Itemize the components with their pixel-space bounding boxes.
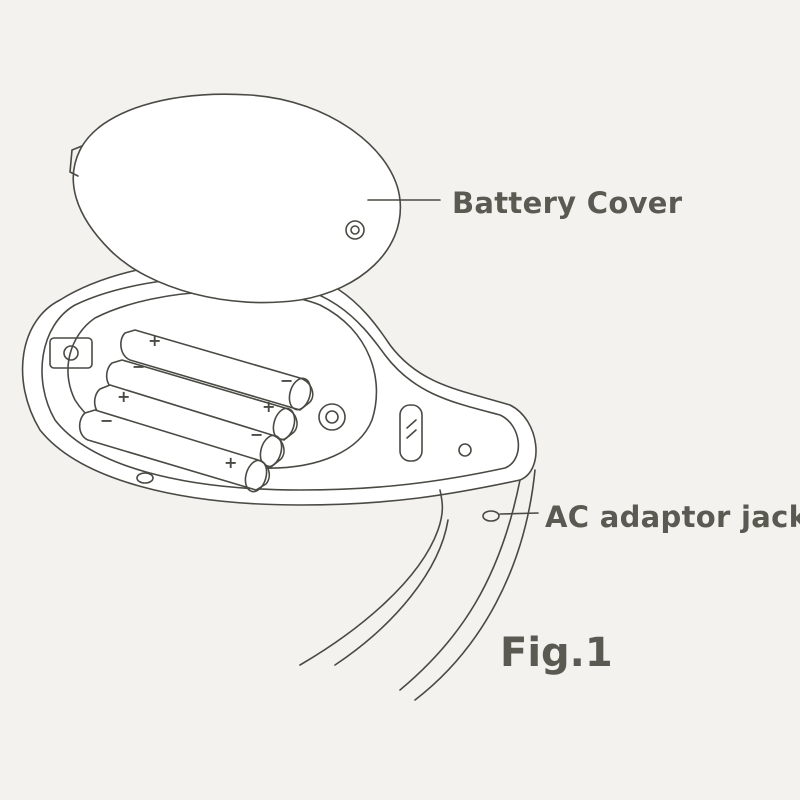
battery-3-plus-mark: + (117, 387, 130, 406)
battery-cover (72, 93, 402, 304)
device-stand-line (399, 479, 521, 691)
device-stand-line (414, 469, 536, 701)
ac-adaptor-jack-leader (499, 512, 539, 515)
battery-1-plus-mark: + (148, 331, 161, 350)
battery-2-plus-mark: + (262, 397, 275, 416)
switch-knob (406, 419, 417, 439)
battery-4 (78, 409, 271, 493)
battery-1 (120, 329, 314, 411)
switch-slot (399, 404, 423, 462)
screw-hole-right-inner (325, 410, 339, 424)
battery-3-minus-mark: − (250, 425, 263, 444)
device-stand-line (299, 489, 444, 666)
battery-2-minus-mark: − (132, 357, 145, 376)
screw-hole-bottom (136, 472, 154, 484)
battery-4-minus-mark: − (100, 411, 113, 430)
screw-hole-left (63, 345, 79, 361)
battery-1-minus-mark: − (280, 371, 293, 390)
battery-cover-screw-inner (350, 225, 360, 235)
handle-hole (458, 443, 472, 457)
screw-hole-right-outer (318, 403, 346, 431)
battery-cover-screw-outer (345, 220, 365, 240)
battery-4-plus-mark: + (224, 453, 237, 472)
screw-boss-left (49, 337, 93, 369)
battery-cover-tab (69, 145, 83, 177)
figure-title: Fig.1 (500, 630, 613, 676)
battery-cover-label: Battery Cover (452, 186, 683, 220)
ac-adaptor-jack-label: AC adaptor jack (545, 500, 800, 534)
ac-adaptor-jack-hole (482, 510, 500, 522)
device-stand-line (334, 519, 449, 666)
